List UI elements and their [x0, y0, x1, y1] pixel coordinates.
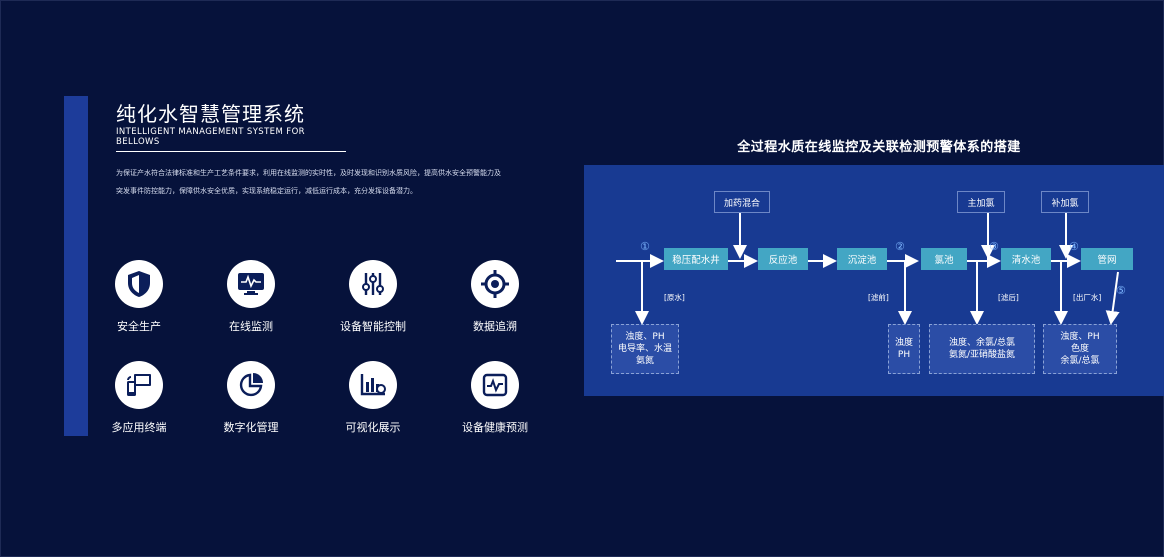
accent-bar [64, 96, 88, 436]
target-icon [471, 260, 519, 308]
param-line: 浊度、PH [1060, 332, 1100, 342]
feature-traceability[interactable]: 数据追溯 [440, 260, 550, 334]
feature-health-prediction[interactable]: 设备健康预测 [440, 361, 550, 435]
tag-outlet-water: [出厂水] [1073, 293, 1102, 302]
feature-label: 在线监测 [229, 320, 273, 333]
page-title: 纯化水智慧管理系统 [116, 102, 305, 126]
feature-label: 设备健康预测 [462, 421, 528, 434]
description-line-1: 为保证产水符合法律标准和生产工艺条件要求，利用在线监测的实时性，及时发现和识别水… [116, 169, 501, 177]
feature-label: 多应用终端 [111, 421, 167, 434]
monitor-icon [227, 260, 275, 308]
node-reaction-tank[interactable]: 反应池 [758, 248, 808, 270]
params-pre-filter[interactable]: 浊度 PH [888, 324, 920, 374]
feature-safety[interactable]: 安全生产 [84, 260, 194, 334]
params-raw-water[interactable]: 浊度、PH 电导率、水温 氨氮 [611, 324, 679, 374]
param-line: 浊度、余氯/总氯 [948, 338, 1016, 348]
tag-pre-filter: [滤前] [868, 293, 889, 302]
feature-label: 数据追溯 [473, 320, 517, 333]
sliders-icon [349, 260, 397, 308]
input-dosing[interactable]: 加药混合 [714, 191, 770, 213]
page-description: 为保证产水符合法律标准和生产工艺条件要求，利用在线监测的实时性，及时发现和识别水… [116, 164, 536, 200]
pulse-icon [471, 361, 519, 409]
feature-smart-control[interactable]: 设备智能控制 [318, 260, 428, 334]
params-outlet-water[interactable]: 浊度、PH 色度 余氯/总氯 [1043, 324, 1117, 374]
param-line: 余氯/总氯 [1060, 356, 1100, 366]
input-main-chlorine[interactable]: 主加氯 [957, 191, 1005, 213]
tag-raw-water: [原水] [664, 293, 685, 302]
tag-post-filter: [滤后] [998, 293, 1019, 302]
feature-label: 可视化展示 [345, 421, 401, 434]
point-5-marker: ⑤ [1116, 284, 1126, 297]
node-chlorine-tank[interactable]: 氯池 [921, 248, 967, 270]
input-supplementary-chlorine[interactable]: 补加氯 [1041, 191, 1089, 213]
pie-chart-icon [227, 361, 275, 409]
feature-label: 设备智能控制 [340, 320, 406, 333]
param-line: 浊度、PH [625, 332, 665, 342]
param-line: 电导率、水温 [617, 344, 672, 354]
point-1-marker: ① [640, 240, 650, 253]
description-line-2: 突发事件防控能力，保障供水安全优质，实现系统稳定运行，减低运行成本，充分发挥设备… [116, 187, 417, 195]
node-distribution-well[interactable]: 稳压配水井 [664, 248, 728, 270]
point-4-marker: ④ [1069, 240, 1079, 253]
feature-multi-terminal[interactable]: 多应用终端 [84, 361, 194, 435]
page-subtitle: INTELLIGENT MANAGEMENT SYSTEM FOR BELLOW… [116, 127, 346, 152]
param-line: 氨氮 [635, 356, 654, 366]
params-post-filter[interactable]: 浊度、余氯/总氯 氨氮/亚硝酸盐氮 [929, 324, 1035, 374]
shield-icon [115, 260, 163, 308]
diagram-title: 全过程水质在线监控及关联检测预警体系的搭建 [737, 140, 1021, 155]
feature-visualization[interactable]: 可视化展示 [318, 361, 428, 435]
node-clear-water-tank[interactable]: 清水池 [1001, 248, 1051, 270]
feature-label: 数字化管理 [223, 421, 279, 434]
point-2-marker: ② [895, 240, 905, 253]
node-pipe-network[interactable]: 管网 [1081, 248, 1133, 270]
param-line: 浊度 [894, 338, 913, 348]
point-3-marker: ③ [989, 240, 999, 253]
bar-chart-icon [349, 361, 397, 409]
param-line: 色度 [1070, 344, 1089, 354]
node-sedimentation-tank[interactable]: 沉淀池 [837, 248, 887, 270]
param-line: PH [897, 350, 911, 360]
feature-label: 安全生产 [117, 320, 161, 333]
feature-monitoring[interactable]: 在线监测 [196, 260, 306, 334]
param-line: 氨氮/亚硝酸盐氮 [948, 350, 1016, 360]
multi-device-icon [115, 361, 163, 409]
feature-digital-management[interactable]: 数字化管理 [196, 361, 306, 435]
